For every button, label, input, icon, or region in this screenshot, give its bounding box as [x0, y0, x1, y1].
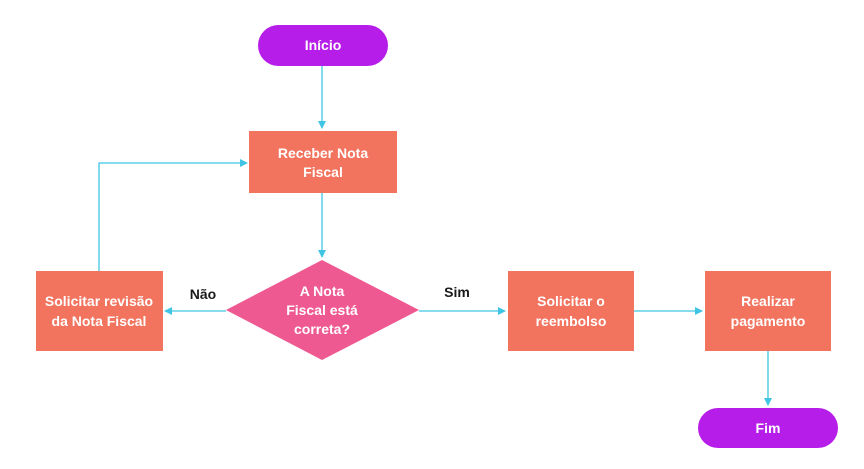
- edge-label-yes: Sim: [444, 284, 470, 300]
- decision-label-line1: A Nota: [300, 283, 345, 299]
- end-label: Fim: [756, 420, 781, 436]
- edge-review-to-receive: [98, 159, 248, 271]
- request-reimbursement-label-line2: reembolso: [536, 313, 607, 329]
- make-payment-label-line2: pagamento: [731, 313, 806, 329]
- start-node: Início: [258, 25, 388, 66]
- end-node: Fim: [698, 408, 838, 448]
- request-reimbursement-node: Solicitar o reembolso: [508, 271, 634, 351]
- decision-node: A Nota Fiscal está correta?: [226, 260, 419, 360]
- receive-invoice-node: Receber Nota Fiscal: [249, 131, 397, 193]
- decision-label-line2: Fiscal está: [286, 302, 358, 318]
- edge-label-no: Não: [190, 286, 216, 302]
- make-payment-node: Realizar pagamento: [705, 271, 831, 351]
- receive-invoice-label-line1: Receber Nota: [278, 145, 368, 161]
- request-review-label-line2: da Nota Fiscal: [52, 313, 147, 329]
- receive-invoice-label-line2: Fiscal: [303, 164, 343, 180]
- request-review-label-line1: Solicitar revisão: [45, 293, 153, 309]
- request-review-node: Solicitar revisão da Nota Fiscal: [36, 271, 163, 351]
- request-reimbursement-label-line1: Solicitar o: [537, 293, 605, 309]
- start-label: Início: [305, 37, 342, 53]
- make-payment-label-line1: Realizar: [741, 293, 795, 309]
- decision-label-line3: correta?: [294, 321, 350, 337]
- connectors: [98, 66, 772, 406]
